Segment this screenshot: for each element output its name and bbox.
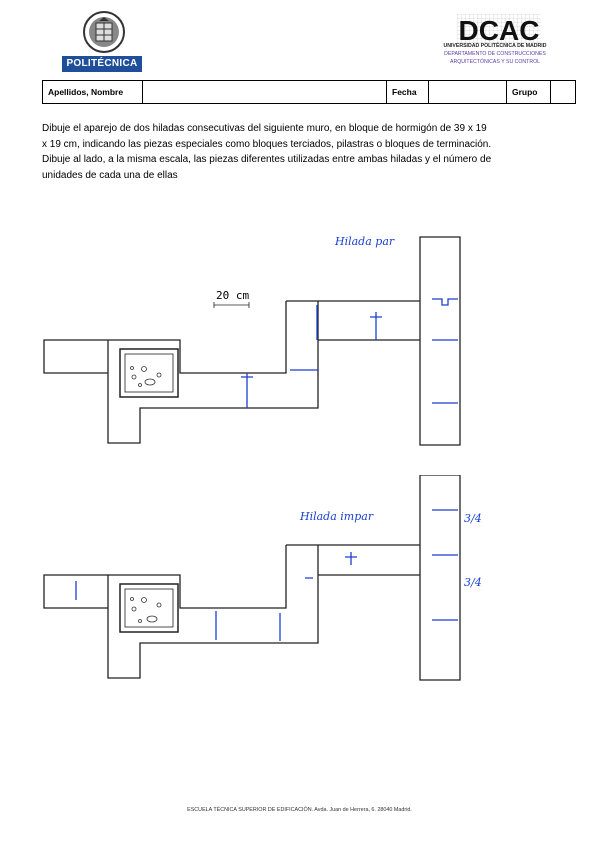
upm-seal-icon bbox=[82, 10, 126, 54]
course-note-even: Hilada par bbox=[334, 235, 395, 248]
instructions-line: unidades de cada una de ellas bbox=[42, 169, 178, 181]
student-info-table: Apellidos, Nombre Fecha Grupo bbox=[42, 80, 576, 104]
annotation-three-quarters: 3/4 bbox=[464, 512, 482, 525]
dcac-logo: DCAC bbox=[457, 14, 541, 46]
scale-label: 20 cm bbox=[216, 289, 249, 302]
pillar-outline bbox=[119, 583, 179, 633]
instructions-line: Dibuje el aparejo de dos hiladas consecu… bbox=[42, 123, 487, 134]
instructions-line: Dibuje al lado, a la misma escala, las p… bbox=[42, 154, 492, 165]
department-line-1: DEPARTAMENTO DE CONSTRUCCIONES bbox=[444, 51, 546, 57]
name-label: Apellidos, Nombre bbox=[43, 81, 143, 103]
date-label: Fecha bbox=[387, 81, 429, 103]
wall-outline bbox=[43, 474, 461, 681]
dcac-logo-text: DCAC bbox=[459, 15, 540, 44]
wall-outline bbox=[43, 236, 461, 446]
pillar-outline bbox=[119, 348, 179, 398]
group-label: Grupo bbox=[507, 81, 551, 103]
scale-bar: 20 cm bbox=[213, 289, 249, 308]
instructions-line: x 19 cm, indicando las piezas especiales… bbox=[42, 138, 492, 150]
footer-address: ESCUELA TÉCNICA SUPERIOR DE EDIFICACIÓN.… bbox=[187, 807, 412, 813]
course-note-odd: Hilada impar bbox=[299, 510, 374, 523]
department-line-2: ARQUITECTÓNICAS Y SU CONTROL bbox=[449, 59, 541, 65]
name-field[interactable] bbox=[143, 81, 387, 103]
date-field[interactable] bbox=[429, 81, 507, 103]
group-field[interactable] bbox=[551, 81, 575, 103]
wall-plan-course-2: Hilada impar bbox=[40, 474, 481, 685]
annotation-three-quarters: 3/4 bbox=[464, 576, 482, 589]
university-name: UNIVERSIDAD POLITÉCNICA DE MADRID bbox=[443, 43, 547, 49]
exercise-instructions: Dibuje el aparejo de dos hiladas consecu… bbox=[42, 121, 562, 183]
wall-plan-course-1: 20 cm Hilada par bbox=[40, 225, 464, 450]
upm-brand-label: POLITÉCNICA bbox=[62, 56, 142, 72]
